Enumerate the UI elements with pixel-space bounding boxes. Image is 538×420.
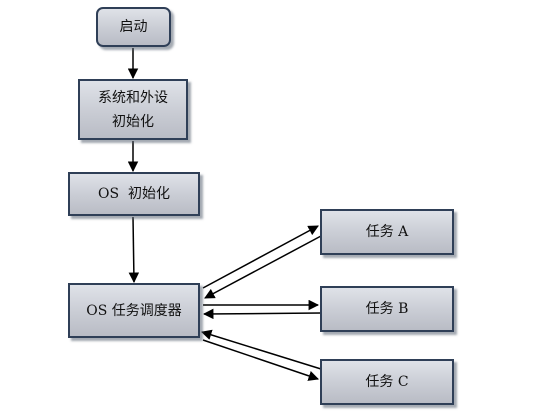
task-a-node: 任务 A	[320, 209, 454, 255]
scheduler-node: OS 任务调度器	[68, 283, 200, 338]
task-c-node: 任务 C	[320, 359, 454, 405]
task-b-node: 任务 B	[320, 286, 454, 332]
task-a-label: 任务 A	[365, 224, 409, 240]
start-label: 启动	[119, 19, 148, 35]
arrow-task-b-to-scheduler	[202, 308, 322, 320]
task-c-label: 任务 C	[365, 374, 409, 390]
start-node: 启动	[96, 7, 171, 47]
arrow-os-init-to-scheduler	[128, 216, 140, 284]
os-init-node: OS 初始化	[68, 172, 200, 216]
scheduler-label: OS 任务调度器	[86, 302, 182, 319]
task-b-label: 任务 B	[365, 301, 409, 317]
system-init-label-line1: 系统和外设	[98, 89, 168, 106]
arrow-scheduler-to-task-c	[202, 339, 319, 381]
arrow-task-a-to-scheduler	[204, 235, 322, 299]
system-init-label-line2: 初始化	[112, 113, 154, 130]
system-init-node: 系统和外设 初始化	[78, 79, 188, 140]
arrow-task-c-to-scheduler	[200, 329, 322, 370]
os-init-label: OS 初始化	[98, 186, 170, 202]
arrow-scheduler-to-task-a	[202, 225, 319, 289]
